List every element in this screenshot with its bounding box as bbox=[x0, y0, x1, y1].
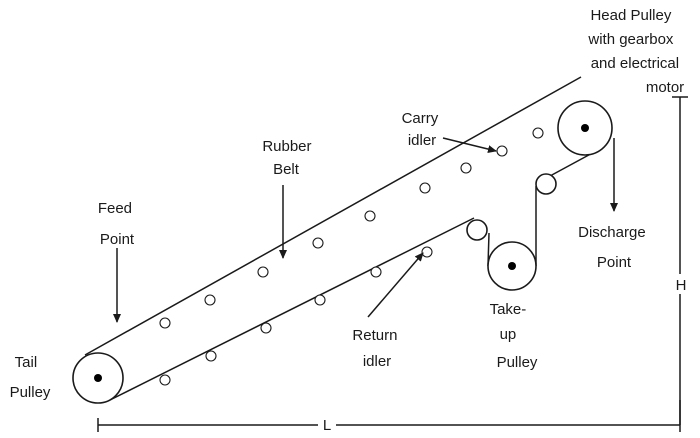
head-pulley-label: Head Pulley with gearbox and electrical … bbox=[587, 7, 684, 96]
snub-pulley bbox=[535, 173, 557, 195]
carry-idler bbox=[364, 210, 376, 222]
return-idler bbox=[370, 266, 382, 278]
take-up-pulley-label: Take- up Pulley bbox=[490, 301, 538, 371]
carry-idler bbox=[496, 145, 508, 157]
length-label-bg bbox=[318, 414, 336, 432]
tail-pulley-hub bbox=[94, 374, 102, 382]
carry-idler-arrow bbox=[442, 137, 497, 153]
height-label-bg bbox=[673, 274, 689, 294]
carry-idler bbox=[257, 266, 269, 278]
feed-point-label: Feed Point bbox=[98, 200, 136, 248]
rubber-belt-label: Rubber Belt bbox=[262, 138, 315, 178]
carry-idler bbox=[419, 182, 431, 194]
return-idler-arrow bbox=[367, 252, 424, 318]
carry-idler bbox=[159, 317, 171, 329]
carry-idler-label: Carry idler bbox=[402, 110, 443, 149]
belt-upper-run bbox=[84, 76, 582, 356]
return-idler bbox=[159, 374, 171, 386]
return-idler bbox=[205, 350, 217, 362]
carry-idler bbox=[312, 237, 324, 249]
return-idler bbox=[260, 322, 272, 334]
return-idler bbox=[421, 246, 433, 258]
belt-lower-run bbox=[109, 217, 475, 401]
discharge-point-label: Discharge Point bbox=[578, 224, 650, 271]
head-pulley-hub bbox=[581, 124, 589, 132]
tail-pulley-label: Tail Pulley bbox=[10, 354, 51, 401]
return-idler-label: Return idler bbox=[352, 327, 401, 370]
take-up-pulley-hub bbox=[508, 262, 516, 270]
bend-pulley bbox=[466, 219, 488, 241]
height-label: H bbox=[676, 277, 687, 294]
carry-idler bbox=[204, 294, 216, 306]
carry-idler bbox=[460, 162, 472, 174]
return-idler bbox=[314, 294, 326, 306]
carry-idler bbox=[532, 127, 544, 139]
length-label-text: L bbox=[323, 417, 331, 434]
